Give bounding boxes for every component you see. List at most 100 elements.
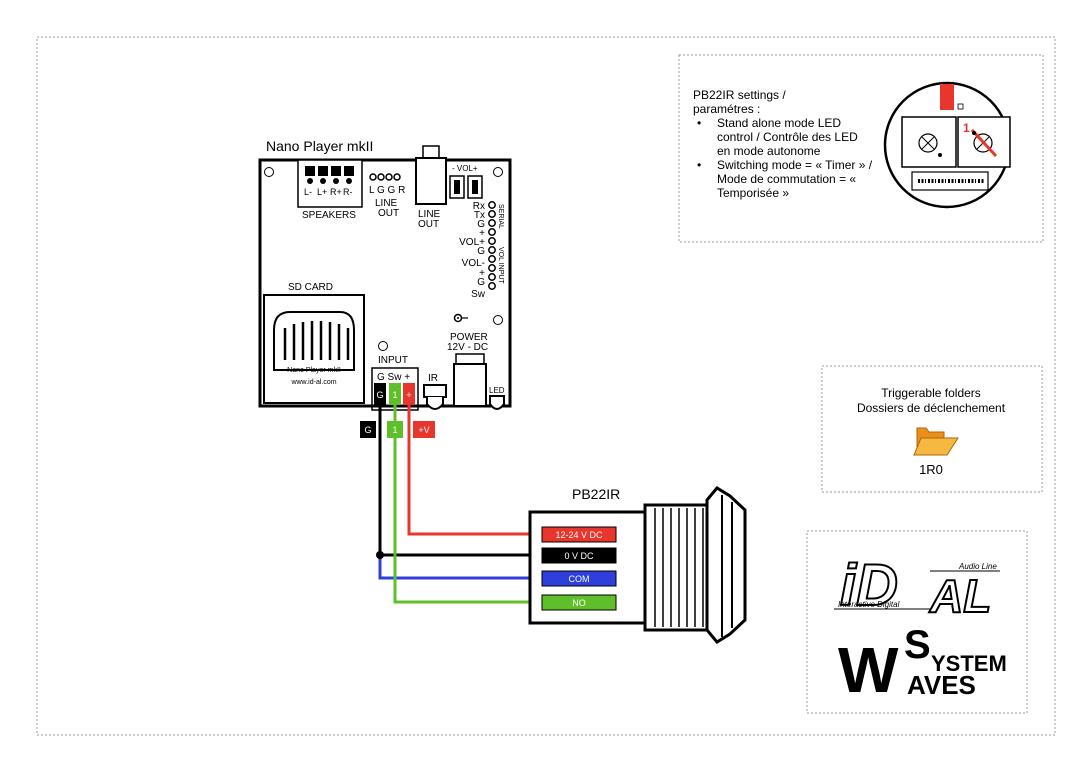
tag-g: [360, 421, 376, 438]
settings-title-1: PB22IR settings /: [693, 88, 786, 102]
terminal-0v: [541, 547, 617, 564]
mount-hole-tl: [264, 167, 274, 177]
tag-g-label: G: [364, 425, 371, 435]
terminal-com: [541, 570, 617, 587]
speaker-pin-1: L-: [304, 187, 312, 197]
settings-title-2: paramétres :: [693, 102, 761, 116]
input-terminal-plus: [403, 383, 415, 405]
terminal-12-24v: [541, 526, 617, 543]
lineout-label-2: OUT: [378, 208, 399, 219]
terminal-com-label: COM: [569, 574, 590, 584]
terminal-0v-label: 0 V DC: [564, 551, 594, 561]
vol-buttons: [449, 175, 483, 199]
input-terminal-g-label: G: [376, 390, 383, 400]
tag-v-label: +V: [418, 425, 429, 435]
input-pins: G Sw +: [377, 372, 410, 383]
wire-blue-com: [378, 555, 540, 580]
idal-al-mark: AL: [929, 570, 991, 622]
power-jack-symbol: [453, 313, 468, 323]
power-label-1: POWER: [450, 332, 488, 343]
settings-bullet-1: Stand alone mode LED control / Contrôle …: [693, 116, 873, 158]
pin-g2: G: [477, 246, 485, 257]
tag-v: [413, 421, 435, 438]
wire-green-no: [393, 405, 540, 604]
input-label: INPUT: [378, 355, 408, 366]
ws-aves-mark: AVES: [907, 670, 976, 700]
idal-id-mark: iD: [840, 553, 898, 618]
serial-label: SERIAL: [497, 204, 504, 229]
settings-list: Stand alone mode LED control / Contrôle …: [693, 116, 873, 200]
sd-card-label: SD CARD: [288, 282, 333, 293]
ws-s-mark: S: [904, 623, 931, 667]
outer-frame: [36, 36, 1056, 736]
pin-volplus: VOL+: [459, 237, 485, 248]
pin-rx: Rx: [473, 201, 485, 212]
lineout-pins: L G G R: [369, 185, 405, 196]
tag-1: [387, 421, 403, 438]
terminal-12-24v-label: 12-24 V DC: [555, 530, 603, 540]
pin-plus2: +: [479, 268, 485, 279]
settings-bullet-2: Switching mode = « Timer » / Mode de com…: [693, 158, 873, 200]
terminal-no-label: NO: [572, 598, 586, 608]
led-component: [489, 395, 505, 410]
input-terminal-sw-label: 1: [392, 390, 397, 400]
pin-sw: Sw: [471, 289, 486, 300]
mount-hole-tr: [493, 167, 503, 177]
pb22ir-title: PB22IR: [572, 486, 620, 502]
speaker-pin-4: R-: [343, 187, 353, 197]
input-terminal-g: [374, 383, 386, 405]
idal-interactive-text: Interactive Digital: [838, 600, 900, 609]
speakers-connector: [297, 159, 363, 208]
speaker-pin-2: L+: [317, 187, 327, 197]
idal-logo: iD Interactive Digital Audio Line AL: [834, 552, 1000, 623]
terminal-no: [541, 594, 617, 611]
wire-junction: [376, 551, 384, 559]
ws-ystem-mark: YSTEM: [931, 651, 1007, 676]
input-terminal-plus-label: +: [406, 390, 411, 400]
folder-name: 1R0: [919, 462, 943, 477]
right-pin-header: [488, 201, 496, 290]
pb22ir-body: [528, 486, 747, 644]
ir-receiver: [423, 384, 447, 410]
folders-panel: [821, 365, 1043, 493]
folders-title-2: Dossiers de déclenchement: [857, 401, 1006, 415]
jack-label-2: OUT: [418, 219, 439, 230]
lineout-header: [369, 173, 401, 181]
pin-volminus: VOL-: [462, 258, 485, 269]
folder-icon: [913, 427, 959, 456]
power-jack: [453, 353, 487, 407]
system-waves-logo: W S YSTEM AVES: [838, 623, 1007, 706]
pin-g1: G: [477, 219, 485, 230]
sd-card-slot: [263, 294, 365, 404]
vol-label: - VOL+: [452, 164, 478, 173]
sd-text-2: www.id-al.com: [290, 379, 336, 386]
sd-text-1: Nano Player mkII: [287, 367, 341, 374]
led-label: LED: [489, 386, 505, 395]
speaker-pin-3: R+: [330, 187, 342, 197]
idal-audio-line-text: Audio Line: [958, 562, 997, 571]
ws-w-mark: W: [838, 634, 899, 706]
settings-panel: [678, 54, 1044, 243]
pin-tx: Tx: [474, 210, 485, 221]
lineout-label-1: LINE: [375, 198, 398, 209]
logos-panel: [806, 530, 1028, 714]
ir-label: IR: [428, 373, 438, 384]
dip-number: 1: [963, 121, 970, 135]
pin-plus1: +: [479, 228, 485, 239]
dip-switch-diagram: [883, 81, 1011, 209]
wires: [378, 405, 540, 604]
vol-input-label: VOL INPUT: [497, 247, 504, 284]
mount-hole-bm: [378, 341, 388, 351]
board-title: Nano Player mkII: [266, 138, 373, 154]
jack-label-1: LINE: [418, 209, 441, 220]
lineout-jack: [415, 145, 447, 205]
pin-g3: G: [477, 277, 485, 288]
tag-1-label: 1: [392, 425, 397, 435]
power-label-2: 12V - DC: [447, 342, 488, 353]
settings-text: PB22IR settings / paramétres : Stand alo…: [693, 88, 873, 200]
speakers-label: SPEAKERS: [302, 210, 356, 221]
folders-title-1: Triggerable folders: [881, 386, 981, 400]
mount-hole-mr: [493, 315, 503, 325]
input-terminal-sw: [389, 383, 401, 405]
